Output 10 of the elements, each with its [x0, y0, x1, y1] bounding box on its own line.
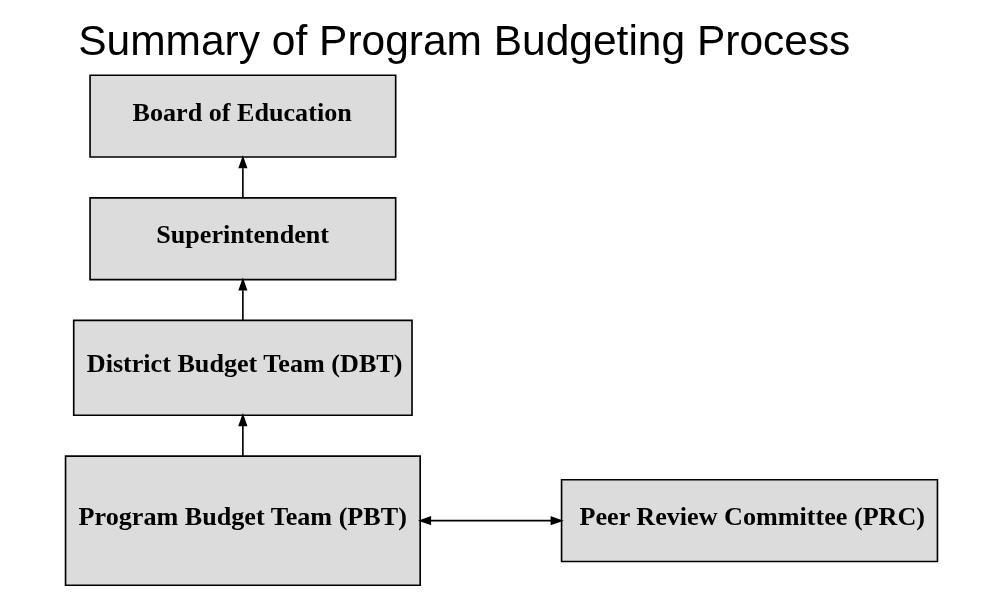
- arrow: [238, 277, 248, 321]
- node-box: Program Budget Team (PBT): [64, 455, 421, 586]
- node-box: Board of Education: [89, 74, 397, 158]
- arrow: [238, 155, 248, 199]
- node-box: Peer Review Committee (PRC): [560, 478, 939, 563]
- arrow: [418, 516, 564, 526]
- arrow: [238, 413, 248, 457]
- node-box: District Budget Team (DBT): [72, 319, 413, 417]
- node-box: Superintendent: [89, 197, 397, 281]
- diagram-title: Summary of Program Budgeting Process: [78, 17, 851, 65]
